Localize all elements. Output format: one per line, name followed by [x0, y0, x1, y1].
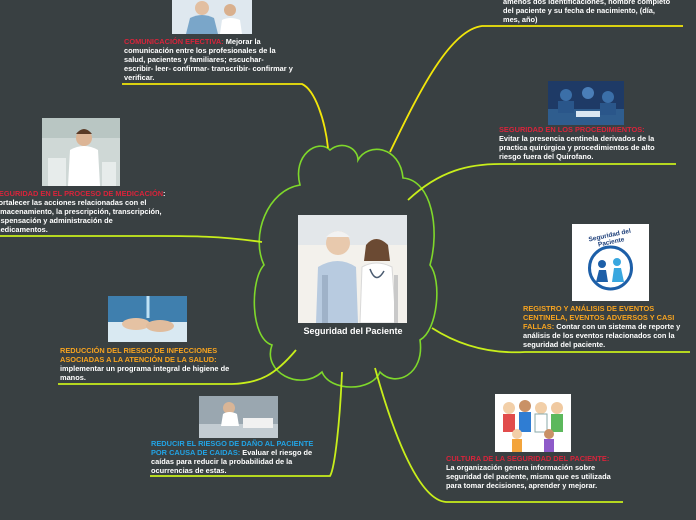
- topic-medicacion[interactable]: SEGURIDAD EN EL PROCESO DE MEDICACIÓN: F…: [0, 189, 166, 234]
- registro-logo: Seguridad del Paciente: [572, 224, 649, 301]
- topic-medicacion-label: SEGURIDAD EN EL PROCESO DE MEDICACIÓN: [0, 189, 164, 198]
- branch-registro: [431, 327, 690, 354]
- branch-comunicacion: [122, 83, 329, 149]
- topic-registro-label: REGISTRO Y ANÁLISIS DE EVENTOS CENTINELA…: [523, 304, 675, 331]
- topic-cirugia[interactable]: SEGURIDAD EN LOS PROCEDIMIENTOS:Evitar l…: [499, 125, 673, 161]
- central-cloud-outline: [253, 144, 438, 388]
- branch-medicacion: [0, 235, 263, 243]
- medicacion-image: [42, 118, 120, 186]
- caidas-image: [199, 396, 278, 438]
- central-image: [298, 215, 407, 323]
- topic-caidas-label: REDUCIR EL RIESGO DE DAÑO AL PACIENTE PO…: [151, 439, 314, 457]
- topic-comunicacion[interactable]: COMUNICACIÓN EFECTIVA: Mejorar la comuni…: [124, 37, 294, 82]
- topic-cultura[interactable]: CULTURA DE LA SEGURIDAD DEL PACIENTE: La…: [446, 454, 612, 490]
- branch-cirugia: [407, 163, 676, 201]
- central-topic-title[interactable]: Seguridad del Paciente: [303, 326, 403, 336]
- topic-infecciones-text: implementar un programa integral de higi…: [60, 364, 230, 382]
- topic-cirugia-text: Evitar la presencia centinela derivados …: [499, 134, 655, 161]
- infecciones-image: [108, 296, 187, 342]
- branch-identificacion: [389, 25, 683, 153]
- topic-medicacion-text: : Fortalecer las acciones relacionadas c…: [0, 189, 166, 234]
- topic-registro-text: Contar con un sistema de reporte y análi…: [523, 322, 681, 349]
- branch-infecciones: [58, 349, 297, 385]
- cirugia-image: [548, 81, 624, 125]
- branch-caidas: [150, 371, 343, 477]
- topic-cirugia-label: SEGURIDAD EN LOS PROCEDIMIENTOS:: [499, 125, 645, 134]
- topic-registro[interactable]: REGISTRO Y ANÁLISIS DE EVENTOS CENTINELA…: [523, 304, 695, 349]
- branch-cultura: [374, 367, 623, 503]
- topic-comunicacion-text: Mejorar la comunicación entre los profes…: [124, 37, 293, 82]
- comunicacion-image: [172, 0, 252, 34]
- topic-cultura-text: La organización genera información sobre…: [446, 463, 611, 490]
- topic-caidas-text: Evaluar el riesgo de caídas para reducir…: [151, 448, 313, 475]
- cultura-image: [495, 394, 571, 452]
- topic-caidas[interactable]: REDUCIR EL RIESGO DE DAÑO AL PACIENTE PO…: [151, 439, 325, 475]
- topic-infecciones-label: REDUCCIÓN DEL RIESGO DE INFECCIONES ASOC…: [60, 346, 218, 364]
- topic-infecciones[interactable]: REDUCCIÓN DEL RIESGO DE INFECCIONES ASOC…: [60, 346, 234, 382]
- topic-identificacion-text: amenos dos identificaciones, nombre comp…: [503, 0, 671, 24]
- topic-identificacion[interactable]: amenos dos identificaciones, nombre comp…: [503, 0, 673, 24]
- topic-cultura-label: CULTURA DE LA SEGURIDAD DEL PACIENTE:: [446, 454, 610, 463]
- topic-comunicacion-label: COMUNICACIÓN EFECTIVA:: [124, 37, 224, 46]
